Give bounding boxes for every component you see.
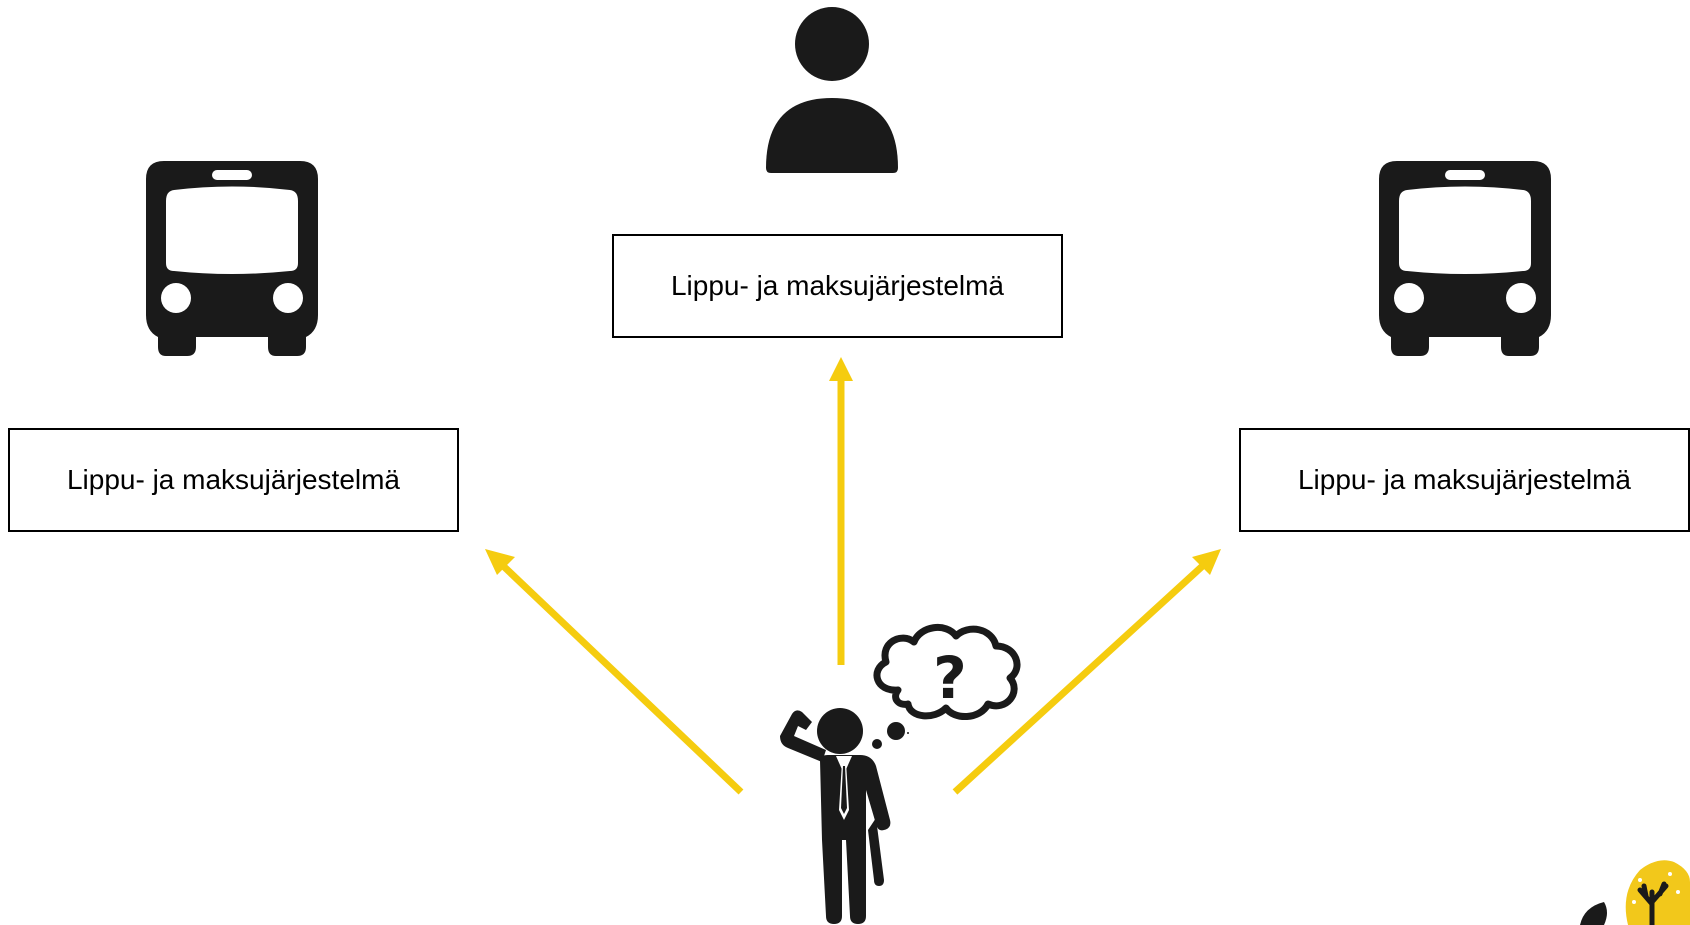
confused-businessman-icon [780, 708, 891, 924]
thought-dots-icon [872, 722, 905, 749]
bus-icon [1379, 161, 1551, 356]
tree-logo-icon [1580, 860, 1690, 925]
arrow-left [485, 549, 744, 795]
ticketing-system-label-left: Lippu- ja maksujärjestelmä [66, 464, 401, 495]
bus-icon [146, 161, 318, 356]
arrow-right [952, 549, 1221, 795]
svg-text:?: ? [933, 644, 967, 712]
ticketing-system-box-center: Lippu- ja maksujärjestelmä [612, 234, 1063, 338]
person-icon [766, 7, 898, 173]
ticketing-system-box-right: Lippu- ja maksujärjestelmä [1239, 428, 1690, 532]
arrow-center [829, 357, 853, 665]
thought-bubble-question-icon: ? [873, 624, 1021, 734]
ticketing-system-box-left: Lippu- ja maksujärjestelmä [8, 428, 459, 532]
ticketing-system-label-center: Lippu- ja maksujärjestelmä [670, 270, 1005, 301]
ticketing-system-label-right: Lippu- ja maksujärjestelmä [1297, 464, 1632, 495]
